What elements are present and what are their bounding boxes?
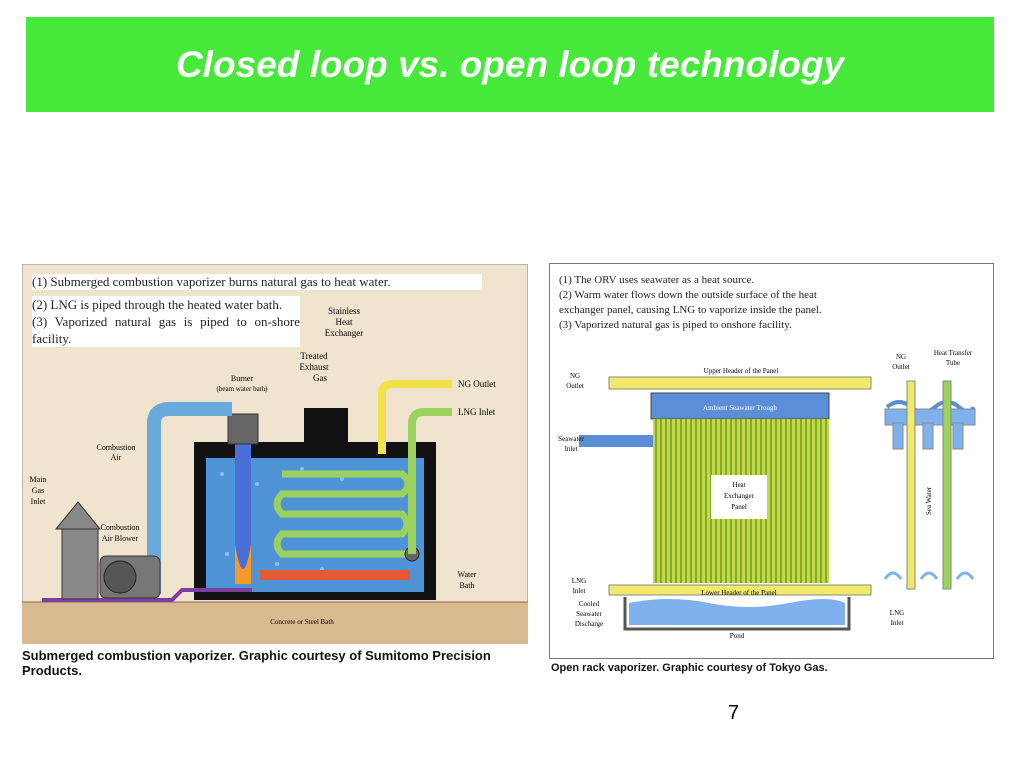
label-upper-header: Upper Header of the Panel — [704, 367, 779, 375]
label-main: Main — [30, 475, 47, 484]
label-exhaust: Exhaust — [300, 362, 329, 372]
label-burner-sub: (beam water bath) — [217, 385, 269, 393]
title-bar: Closed loop vs. open loop technology — [26, 17, 994, 112]
orv-caption: Open rack vaporizer. Graphic courtesy of… — [551, 661, 991, 676]
label-heat: Heat — [732, 481, 745, 489]
open-rack-diagram: Upper Header of the Panel Ambient Seawat… — [549, 263, 994, 659]
label-inlet: Inlet — [565, 445, 578, 453]
orv-note-1: (1) The ORV uses seawater as a heat sour… — [559, 274, 755, 286]
label-combustion2: Combustion — [100, 523, 139, 532]
label-lng-inlet: LNG Inlet — [458, 407, 496, 417]
label-lng2: LNG — [890, 609, 904, 617]
label-seawater: Seawater — [558, 435, 584, 443]
label-ng2: NG — [896, 353, 906, 361]
label-outlet2: Outlet — [892, 363, 910, 371]
label-burner: Burner — [231, 374, 254, 383]
label-air: Air — [111, 453, 122, 462]
label-water: Water — [458, 570, 477, 579]
label-lng: LNG — [572, 577, 586, 585]
label-exchanger: Exchanger — [724, 492, 755, 500]
label-bath: Bath — [459, 581, 474, 590]
label-tube: Tube — [946, 359, 960, 367]
label-inlet: Inlet — [31, 497, 46, 506]
scv-caption: Submerged combustion vaporizer. Graphic … — [22, 648, 532, 678]
scv-note-2: (2) LNG is piped through the heated wate… — [32, 297, 283, 312]
label-seawater2: Seawater — [576, 610, 602, 618]
scv-note-1: (1) Submerged combustion vaporizer burns… — [32, 274, 391, 289]
label-ng: NG — [570, 372, 580, 380]
slide-title: Closed loop vs. open loop technology — [175, 44, 845, 85]
label-trough: Ambient Seawater Trough — [703, 404, 777, 412]
scv-caption-text: Submerged combustion vaporizer. Graphic … — [22, 648, 491, 678]
label-discharge: Discharge — [575, 620, 603, 628]
label-stainless: Stainless — [328, 306, 360, 316]
label-combustion: Combustion — [96, 443, 135, 452]
submerged-combustion-diagram: Stainless Heat Exchanger Treated Exhaust… — [21, 263, 529, 645]
label-lower-header: Lower Header of the Panel — [701, 589, 776, 597]
scv-notes: (1) Submerged combustion vaporizer burns… — [32, 274, 482, 290]
label-gas2: Gas — [32, 486, 44, 495]
label-treated: Treated — [300, 351, 328, 361]
label-panel: Panel — [731, 503, 747, 511]
orv-caption-text: Open rack vaporizer. Graphic courtesy of… — [551, 662, 828, 674]
label-gas: Gas — [313, 373, 327, 383]
scv-note-3: (3) Vaporized natural gas is piped to on… — [32, 314, 300, 346]
label-concrete: Concrete or Steel Bath — [270, 618, 334, 626]
label-pond: Pond — [730, 632, 745, 640]
scv-notes-2: (2) LNG is piped through the heated wate… — [32, 296, 300, 347]
orv-notes: (1) The ORV uses seawater as a heat sour… — [559, 273, 863, 333]
label-exchanger: Exchanger — [325, 328, 363, 338]
label-outlet: Outlet — [566, 382, 584, 390]
label-ng-outlet: NG Outlet — [458, 379, 496, 389]
orv-note-3: (3) Vaporized natural gas is piped to on… — [559, 319, 792, 331]
label-sea-water: Sea Water — [925, 486, 933, 515]
heat-exchanger-panel — [653, 419, 829, 583]
page-number: 7 — [728, 702, 740, 724]
label-inlet2: Inlet — [891, 619, 904, 627]
label-air-blower: Air Blower — [102, 534, 139, 543]
label-heat-transfer: Heat Transfer — [934, 349, 973, 357]
label-lng-inlet: Inlet — [573, 587, 586, 595]
label-cooled: Cooled — [579, 600, 600, 608]
label-heat: Heat — [336, 317, 353, 327]
orv-note-2: (2) Warm water flows down the outside su… — [559, 289, 822, 316]
